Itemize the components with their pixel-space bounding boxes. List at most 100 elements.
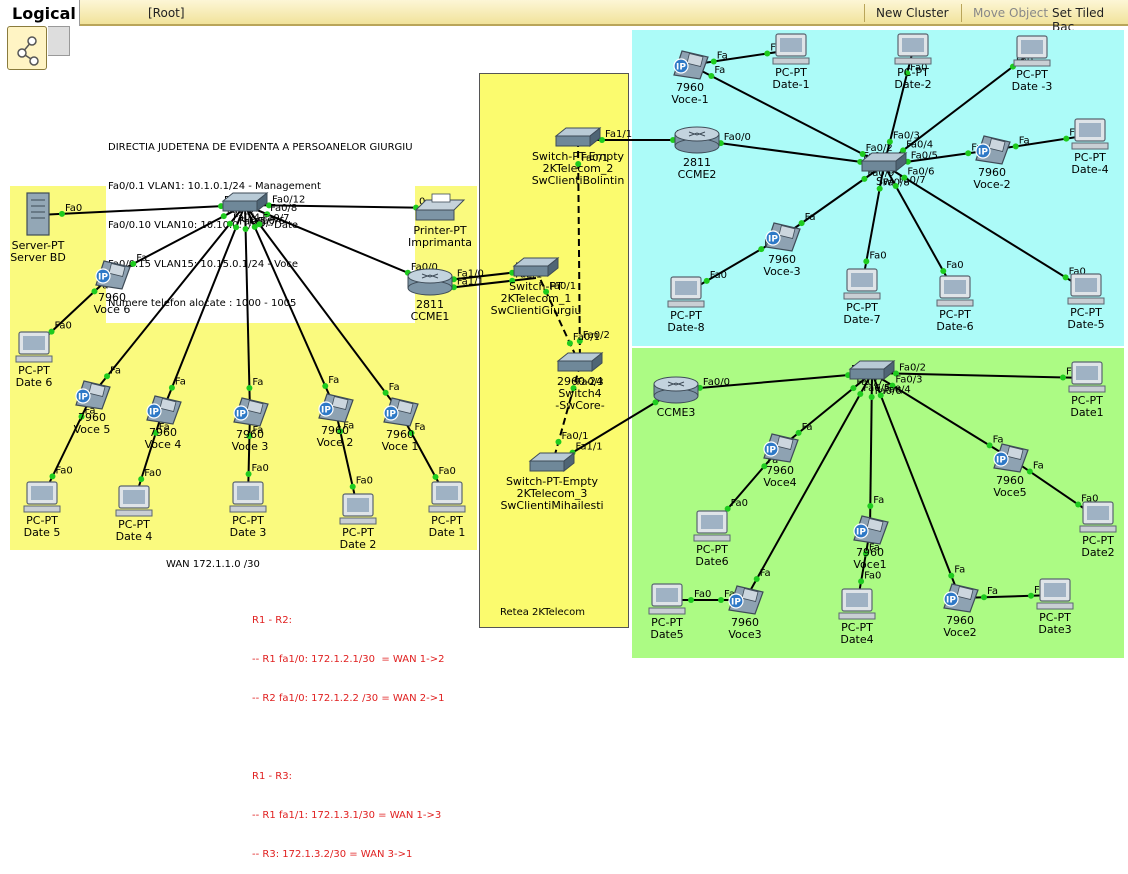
network-link[interactable] <box>41 394 93 499</box>
network-link[interactable] <box>535 269 581 366</box>
network-link[interactable] <box>861 164 885 286</box>
port-status-light <box>863 258 870 265</box>
network-link[interactable] <box>675 372 873 391</box>
port-status-light <box>940 268 947 275</box>
network-link[interactable] <box>779 372 873 449</box>
port-status-light <box>1060 374 1067 381</box>
port-label: Fa <box>714 65 725 76</box>
pc-display <box>1087 506 1109 520</box>
move-object-button[interactable]: Move Object <box>973 6 1049 20</box>
switch-device[interactable] <box>848 359 896 381</box>
network-link[interactable] <box>689 49 792 66</box>
device-label: 2KTelecom_2 <box>543 162 614 175</box>
network-link[interactable] <box>91 204 246 396</box>
network-link[interactable] <box>244 204 336 409</box>
pc-keyboard <box>843 292 881 300</box>
port-label: Fa <box>717 50 728 61</box>
tab-logical[interactable]: Logical <box>0 0 80 26</box>
network-link[interactable] <box>244 204 441 209</box>
ip-badge-text: IP <box>386 410 396 420</box>
route-line <box>252 731 444 744</box>
breadcrumb-root[interactable]: [Root] <box>148 6 185 20</box>
switch-device[interactable]: Switch-PT-Empty2KTelecom_3SwClientiMihai… <box>500 451 604 512</box>
topology-canvas[interactable]: Fa0Fa0/2Fa0/120Fa0/8Fa0/0Fa0/3FaFaFa0Fa0… <box>0 0 1128 708</box>
new-cluster-button[interactable]: New Cluster <box>876 6 949 20</box>
switch-device[interactable]: Switch-PT-Empty2KTelecom_2SwClientiBolin… <box>532 126 625 187</box>
router-device[interactable]: CCME3 <box>653 376 699 419</box>
port-status-light <box>892 182 899 189</box>
ip-badge-text: IP <box>149 408 159 418</box>
network-link[interactable] <box>871 372 961 599</box>
navigation-icon[interactable] <box>7 26 47 70</box>
network-link[interactable] <box>162 204 246 411</box>
network-link[interactable] <box>871 372 1088 379</box>
pc-display <box>436 486 458 500</box>
network-link[interactable] <box>577 139 581 366</box>
network-link[interactable] <box>37 204 246 216</box>
network-link[interactable] <box>871 372 1011 459</box>
network-link[interactable] <box>883 51 1033 166</box>
device-label: 2811 <box>416 298 444 311</box>
network-link[interactable] <box>334 407 359 511</box>
viewport-icon[interactable] <box>48 26 70 56</box>
port-label: Fa <box>343 420 354 431</box>
ip-badge-text: IP <box>856 528 866 538</box>
network-link[interactable] <box>244 204 431 283</box>
switch-device[interactable]: Sw <box>860 151 908 188</box>
network-link[interactable] <box>244 204 401 413</box>
network-link[interactable] <box>781 164 885 238</box>
ip-badge-text: IP <box>996 456 1006 466</box>
network-link[interactable] <box>744 372 873 601</box>
switch-device[interactable] <box>221 191 269 213</box>
port-label: Fa0/1 <box>549 281 576 292</box>
network-link[interactable] <box>696 139 885 166</box>
network-link[interactable] <box>883 164 1087 291</box>
port-label: Fa <box>767 455 778 466</box>
network-link[interactable] <box>883 49 914 166</box>
network-link[interactable] <box>244 204 251 413</box>
device-label: Date 4 <box>116 530 153 543</box>
network-link[interactable] <box>551 364 581 466</box>
network-link[interactable] <box>689 64 885 166</box>
